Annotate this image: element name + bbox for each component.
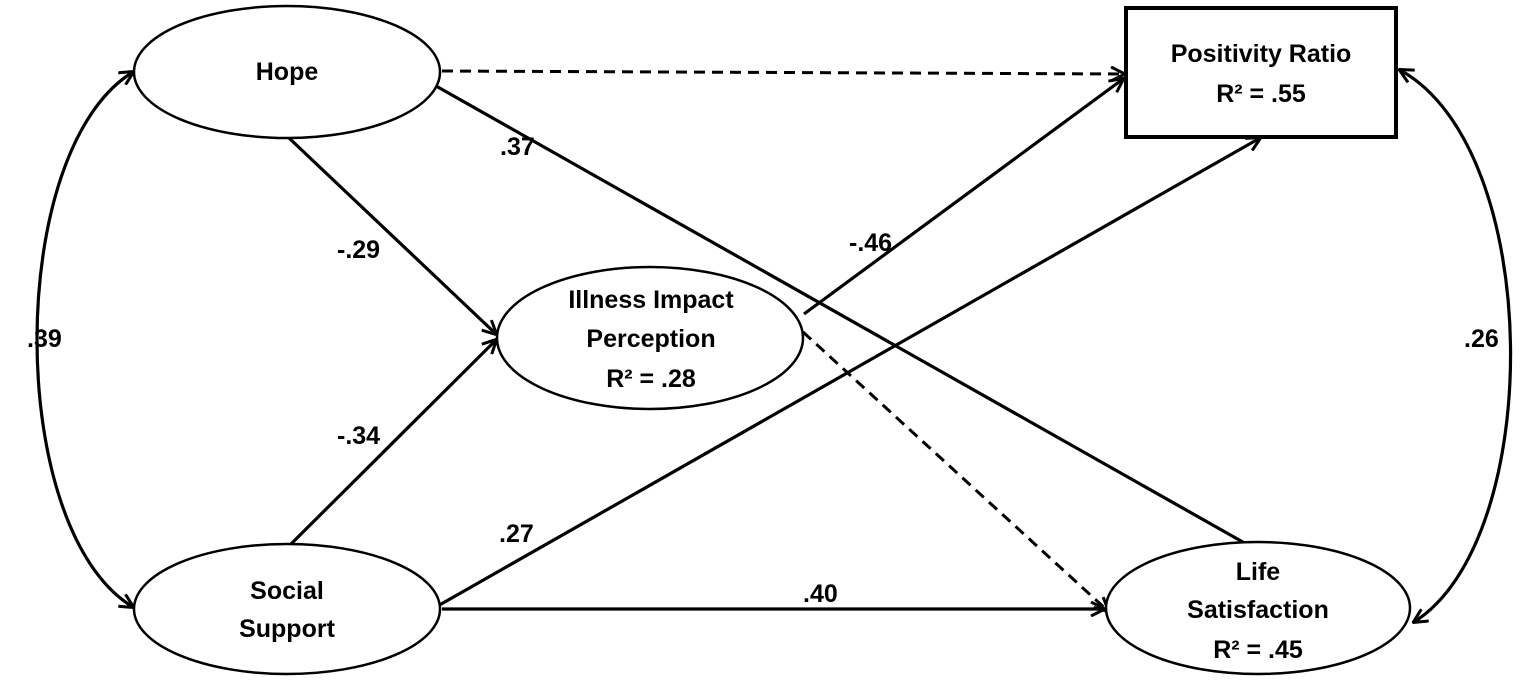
node-hope: Hope: [132, 4, 442, 140]
coef-positivity-life-covariance: .26: [1464, 325, 1499, 353]
coef-hope-to-illness: -.29: [337, 236, 380, 264]
node-hope-line-1: Hope: [256, 58, 319, 86]
node-positivity-ratio-line-1: Positivity Ratio: [1171, 40, 1352, 68]
node-life-satisfaction-line-3: R² = .45: [1213, 636, 1303, 664]
node-positivity-ratio-line-2: R² = .55: [1216, 80, 1306, 108]
node-illness-impact: Illness Impact Perception R² = .28: [495, 265, 805, 411]
path-hope-to-positivity: [441, 71, 1124, 74]
node-life-satisfaction-line-1: Life: [1236, 558, 1281, 586]
coefficient-labels: .37 -.29 -.46 .39 .26 -.34 .27 .40: [27, 133, 1499, 608]
coef-social-to-illness: -.34: [337, 422, 380, 450]
node-social-support: Social Support: [132, 542, 442, 676]
node-social-support-line-1: Social: [250, 577, 324, 605]
coef-hope-to-life: .37: [500, 133, 535, 161]
path-illness-to-life: [801, 330, 1108, 611]
node-illness-impact-line-1: Illness Impact: [568, 286, 734, 314]
path-illness-to-positivity: [803, 79, 1123, 316]
node-illness-impact-line-3: R² = .28: [606, 365, 696, 393]
coef-hope-social-covariance: .39: [27, 325, 62, 353]
coef-social-to-positivity: .27: [499, 520, 534, 548]
path-hope-to-life: [435, 84, 1264, 554]
node-social-support-line-2: Support: [239, 615, 335, 643]
paths-layer: [35, 70, 1513, 622]
path-positivity-life-covariance: [1400, 70, 1513, 622]
path-hope-social-covariance: [35, 72, 133, 607]
coef-illness-to-positivity: -.46: [849, 229, 892, 257]
path-social-to-illness: [287, 340, 496, 548]
path-hope-to-illness: [287, 136, 496, 334]
node-illness-impact-line-2: Perception: [586, 325, 715, 353]
node-life-satisfaction-line-2: Satisfaction: [1187, 596, 1329, 624]
node-life-satisfaction: Life Satisfaction R² = .45: [1104, 540, 1412, 676]
coef-social-to-life: .40: [803, 580, 838, 608]
node-positivity-ratio: Positivity Ratio R² = .55: [1124, 6, 1398, 139]
